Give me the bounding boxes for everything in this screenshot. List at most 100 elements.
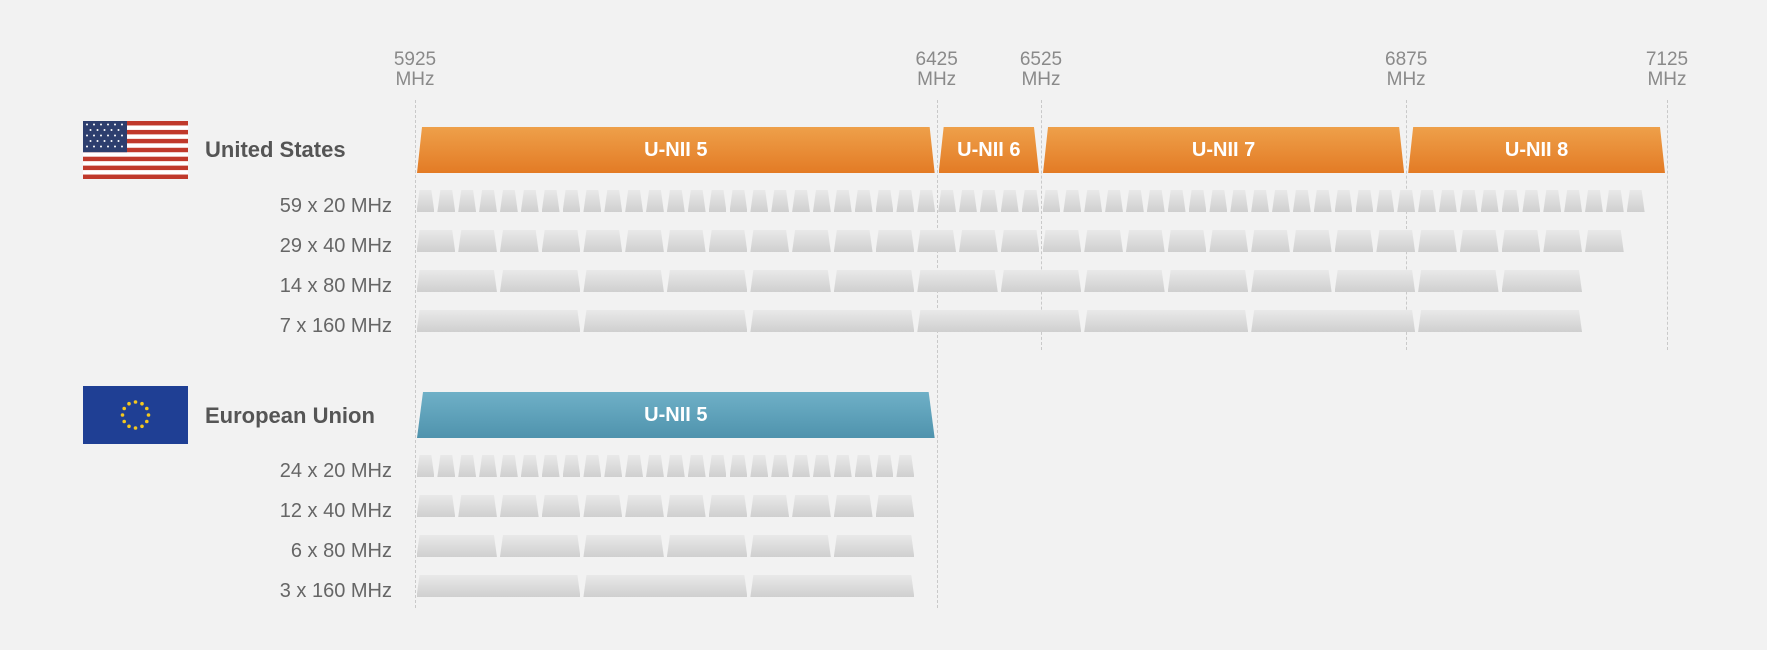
channel-block <box>1251 270 1331 292</box>
frequency-guide-line <box>936 100 938 608</box>
region-name-eu: European Union <box>205 403 375 428</box>
channel-block <box>959 190 977 212</box>
channel-block <box>750 535 830 557</box>
channel-block <box>1543 230 1582 252</box>
channel-block <box>1585 230 1624 252</box>
channel-block <box>750 495 789 517</box>
channel-block <box>1356 190 1374 212</box>
channel-block <box>1105 190 1123 212</box>
channel-block <box>521 455 539 477</box>
band-us-unii7: U-NII 7 <box>1043 127 1404 173</box>
channel-block <box>1168 190 1186 212</box>
channel-block <box>834 270 914 292</box>
channel-block <box>834 495 873 517</box>
channel-block <box>604 455 622 477</box>
channel-block <box>1314 190 1332 212</box>
channel-block <box>730 190 748 212</box>
frequency-guide-line <box>1667 100 1668 350</box>
channel-block <box>563 455 581 477</box>
channel-block <box>625 455 643 477</box>
channel-block <box>834 535 914 557</box>
channel-block <box>1522 190 1540 212</box>
channel-block <box>1001 270 1081 292</box>
channel-block <box>1564 190 1582 212</box>
channel-row-label: 12 x 40 MHz <box>279 500 392 522</box>
channel-block <box>1084 190 1102 212</box>
channel-block <box>792 455 810 477</box>
us-flag-icon <box>83 121 188 179</box>
channel-block <box>1543 190 1561 212</box>
channel-block <box>417 455 435 477</box>
channel-block <box>876 495 915 517</box>
channel-block <box>1418 190 1436 212</box>
channel-block <box>458 495 497 517</box>
channel-block <box>667 190 685 212</box>
channel-block <box>917 270 997 292</box>
channel-row-label: 3 x 160 MHz <box>279 580 392 602</box>
channel-block <box>542 495 581 517</box>
channel-block <box>583 575 747 597</box>
channel-block <box>688 455 706 477</box>
channel-block <box>1585 190 1603 212</box>
channel-block <box>959 230 998 252</box>
channel-block <box>1084 310 1248 332</box>
channel-block <box>750 575 914 597</box>
channel-row-label: 14 x 80 MHz <box>279 275 392 297</box>
channel-block <box>1251 230 1290 252</box>
channel-block <box>417 495 456 517</box>
channel-row-label: 6 x 80 MHz <box>290 540 392 562</box>
channel-block <box>417 270 497 292</box>
channel-block <box>667 270 747 292</box>
channel-block <box>1126 190 1144 212</box>
channel-block <box>896 455 914 477</box>
band-us-unii5: U-NII 5 <box>417 127 935 173</box>
channel-block <box>792 230 831 252</box>
channel-block <box>709 190 727 212</box>
channel-block <box>750 455 768 477</box>
channel-block <box>1460 190 1478 212</box>
channel-block <box>417 310 581 332</box>
channel-block <box>542 230 581 252</box>
channel-block <box>500 495 539 517</box>
channel-block <box>479 190 497 212</box>
channel-block <box>604 190 622 212</box>
channel-block <box>500 535 580 557</box>
channel-block <box>855 455 873 477</box>
channel-block <box>1502 230 1541 252</box>
channel-block <box>583 190 601 212</box>
channel-row-label: 24 x 20 MHz <box>279 460 392 482</box>
channel-row-label: 59 x 20 MHz <box>279 195 392 217</box>
channel-block <box>1168 230 1207 252</box>
channel-block <box>876 230 915 252</box>
channel-block <box>542 190 560 212</box>
band-us-unii6: U-NII 6 <box>939 127 1039 173</box>
channel-block <box>813 455 831 477</box>
channel-block <box>646 190 664 212</box>
channel-block <box>896 190 914 212</box>
channel-block <box>500 230 539 252</box>
channel-block <box>1418 270 1498 292</box>
channel-block <box>1502 270 1582 292</box>
channel-block <box>1335 270 1415 292</box>
channel-block <box>1043 190 1061 212</box>
channel-row-label: 7 x 160 MHz <box>279 315 392 337</box>
channel-block <box>1209 190 1227 212</box>
channel-block <box>1418 310 1582 332</box>
channel-block <box>1022 190 1040 212</box>
channel-block <box>500 270 580 292</box>
channel-block <box>417 230 456 252</box>
channel-block <box>855 190 873 212</box>
channel-block <box>1147 190 1165 212</box>
channel-block <box>730 455 748 477</box>
channel-block <box>583 535 663 557</box>
channel-block <box>771 455 789 477</box>
channel-block <box>709 230 748 252</box>
channel-block <box>417 535 497 557</box>
channel-block <box>1481 190 1499 212</box>
channel-block <box>583 455 601 477</box>
channel-block <box>458 230 497 252</box>
channel-block <box>1251 190 1269 212</box>
